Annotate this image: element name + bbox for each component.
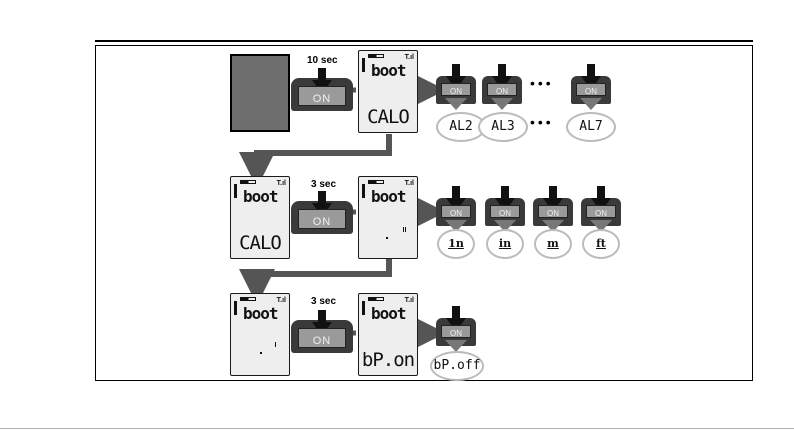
lcd-top-text: boot [371,187,406,206]
option-button[interactable]: ON [485,198,525,226]
status-bar-icon [368,297,384,301]
lcd-mark [403,227,404,232]
delay-label: 3 sec [311,179,336,190]
lcd-display: T.ıl boot bP.on [358,293,418,376]
ellipsis: ••• [530,114,554,130]
option-button[interactable]: ON [436,198,476,226]
on-button-label: ON [298,335,346,347]
unit-option: ft [582,229,620,259]
on-button[interactable]: ON [291,320,353,353]
unit-option: m [534,229,572,259]
signal-icon: T.ıl [405,297,414,304]
battery-icon [362,184,365,198]
delay-label: 10 sec [307,55,338,66]
battery-icon [362,301,365,315]
signal-icon: T.ıl [405,180,414,187]
device-off-screen [230,54,290,132]
option-button[interactable]: ON [436,318,476,346]
lcd-mark [275,342,276,347]
status-bar-icon [240,180,256,184]
lcd-bottom-text: CALO [231,232,289,254]
option-value: AL3 [478,112,528,142]
lcd-bottom-text: bP.on [359,349,417,371]
down-arrow-icon [580,98,602,110]
lcd-dot [260,352,262,354]
arrow-r2-to-r3 [257,259,389,287]
lcd-mark [405,227,406,232]
on-button[interactable]: ON [291,78,353,111]
option-button[interactable]: ON [436,76,476,104]
ellipsis: ••• [530,75,554,91]
status-bar-icon [240,297,256,301]
on-button-label: ON [298,216,346,228]
lcd-top-text: boot [243,304,278,323]
battery-icon [234,301,237,315]
battery-icon [362,58,365,72]
lcd-top-text: boot [371,304,406,323]
option-button-label: ON [441,209,471,218]
signal-icon: T.ıl [405,54,414,61]
unit-option: in [486,229,524,259]
option-button-label: ON [441,87,471,96]
battery-icon [234,184,237,198]
lcd-display: T.ıl boot [230,293,290,376]
option-button-label: ON [586,209,616,218]
signal-icon: T.ıl [277,297,286,304]
lcd-display: T.ıl boot CALO [358,50,418,133]
option-value: AL7 [566,112,616,142]
option-button-label: ON [576,87,606,96]
option-button[interactable]: ON [533,198,573,226]
lcd-dot [386,237,388,239]
status-bar-icon [368,180,384,184]
lcd-display: T.ıl boot [358,176,418,259]
option-button-label: ON [487,87,517,96]
lcd-top-text: boot [371,61,406,80]
unit-option: 1n [437,229,475,259]
lcd-top-text: boot [243,187,278,206]
down-arrow-icon [445,98,467,110]
option-button[interactable]: ON [581,198,621,226]
status-bar-icon [368,54,384,58]
delay-label: 3 sec [311,296,336,307]
signal-icon: T.ıl [277,180,286,187]
option-button-label: ON [538,209,568,218]
lcd-bottom-text: CALO [359,106,417,128]
lcd-display: T.ıl boot CALO [230,176,290,259]
option-button[interactable]: ON [571,76,611,104]
arrow-r1-to-r2 [257,134,389,170]
option-button-label: ON [441,329,471,338]
option-button[interactable]: ON [482,76,522,104]
beep-option: bP.off [430,351,484,381]
down-arrow-icon [491,98,513,110]
on-button-label: ON [298,93,346,105]
option-button-label: ON [490,209,520,218]
on-button[interactable]: ON [291,201,353,234]
